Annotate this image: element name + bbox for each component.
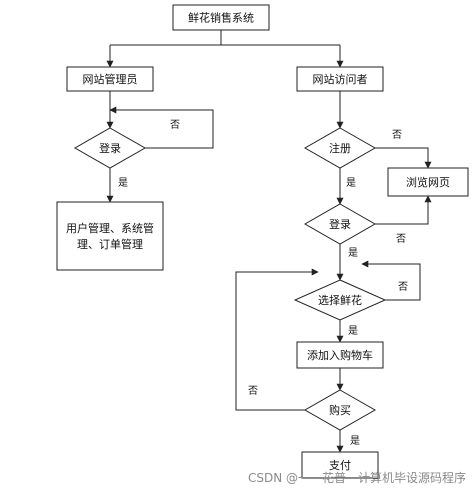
edge-select-retry [361,260,421,301]
edge-register-no [375,147,432,169]
node-browse: 浏览网页 [387,167,469,197]
decision-purchase-label: 购买 [329,403,351,417]
node-add-cart: 添加入购物车 [296,341,384,369]
edge-login-no [375,195,432,225]
register-no-label: 否 [392,129,402,141]
node-visitor: 网站访问者 [296,66,384,92]
decision-purchase: 购买 [303,389,377,431]
login-yes-label: 是 [348,247,358,259]
node-admin: 网站管理员 [66,66,154,92]
register-yes-label: 是 [346,177,356,189]
decision-select-flower-label: 选择鲜花 [318,293,362,307]
select-yes-label: 是 [348,325,358,337]
connectors [106,30,432,453]
login-no-label: 否 [396,233,406,245]
node-admin-tasks-line1: 用户管理、系统管 [66,221,154,235]
edge-purchase-no [235,268,319,411]
decision-admin-login: 登录 [73,127,147,169]
decision-visitor-login: 登录 [303,203,377,245]
node-pay-label: 支付 [329,459,351,472]
condition-labels: 否 是 否 是 否 是 否 是 否 是 [118,119,408,447]
node-add-cart-label: 添加入购物车 [307,348,373,362]
decision-admin-login-label: 登录 [99,141,121,155]
admin-login-no-label: 否 [170,119,180,131]
node-pay: 支付 [301,451,379,479]
node-visitor-label: 网站访问者 [313,72,368,86]
decision-visitor-login-label: 登录 [329,217,351,231]
node-admin-tasks: 用户管理、系统管 理、订单管理 [56,201,164,271]
node-admin-tasks-line2: 理、订单管理 [77,237,143,251]
node-root: 鲜花销售系统 [172,4,270,31]
decision-register: 注册 [303,127,377,169]
purchase-yes-label: 是 [350,435,360,447]
purchase-no-label: 否 [248,385,258,397]
decision-select-flower: 选择鲜花 [293,279,387,321]
decision-register-label: 注册 [329,141,351,155]
edge-admin-login-retry [109,106,214,149]
node-admin-label: 网站管理员 [83,72,138,86]
node-browse-label: 浏览网页 [406,175,450,189]
select-no-label: 否 [398,281,408,293]
node-root-label: 鲜花销售系统 [188,11,254,25]
admin-login-yes-label: 是 [118,177,128,189]
watermark: CSDN @一一花普一计算机毕设源码程序 [247,471,466,485]
